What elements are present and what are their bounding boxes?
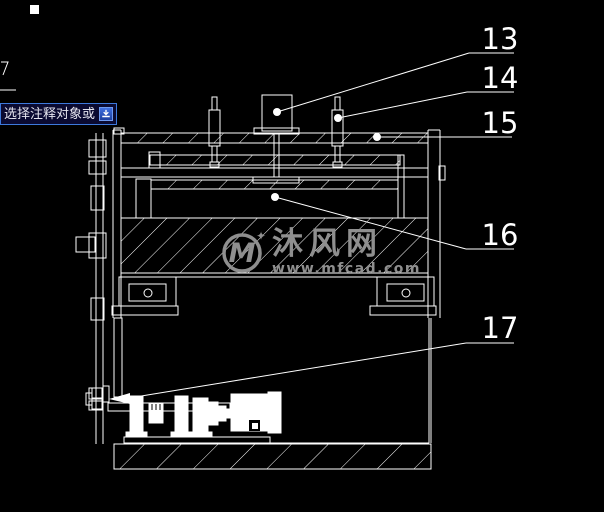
watermark-site-url: www.mfcad.com <box>272 260 421 277</box>
deck-rails <box>121 151 428 219</box>
top-rail <box>113 127 429 144</box>
callout-14: 14 <box>334 61 518 122</box>
leader-dot <box>373 133 381 141</box>
blip-mark <box>30 5 39 14</box>
watermark: M ✦ 沐风网 www.mfcad.com <box>218 228 421 276</box>
part-number: 16 <box>482 218 519 252</box>
part-number: 15 <box>482 106 519 140</box>
drive-assembly <box>85 385 429 444</box>
logo-letter: M <box>229 238 256 269</box>
prompt-text: 选择注释对象或 <box>4 106 96 122</box>
motor-end-cap <box>267 391 282 434</box>
callout-16: 16 <box>271 193 518 252</box>
part-number: 13 <box>482 22 519 56</box>
annotation-download-badge-icon[interactable] <box>99 107 113 121</box>
watermark-site-name: 沐风网 <box>272 225 383 262</box>
leader-arrowhead <box>109 393 130 404</box>
sparkle-icon: ✦ <box>256 229 266 243</box>
part-number: 14 <box>482 61 519 95</box>
mfcad-logo-icon: M ✦ <box>222 229 266 273</box>
screen-marks <box>0 5 39 91</box>
machine-drawing <box>75 94 446 470</box>
callouts: 13 14 15 16 1 <box>109 22 518 404</box>
foundation-section <box>113 443 432 470</box>
part-number: 17 <box>482 311 519 345</box>
callout-15: 15 <box>373 106 518 141</box>
right-foot <box>369 276 437 316</box>
cursor-glyph <box>1 61 9 76</box>
callout-13: 13 <box>273 22 518 116</box>
dynamic-input-prompt[interactable]: 选择注释对象或 <box>0 103 117 125</box>
left-foot <box>111 276 179 316</box>
callout-17: 17 <box>109 311 518 404</box>
